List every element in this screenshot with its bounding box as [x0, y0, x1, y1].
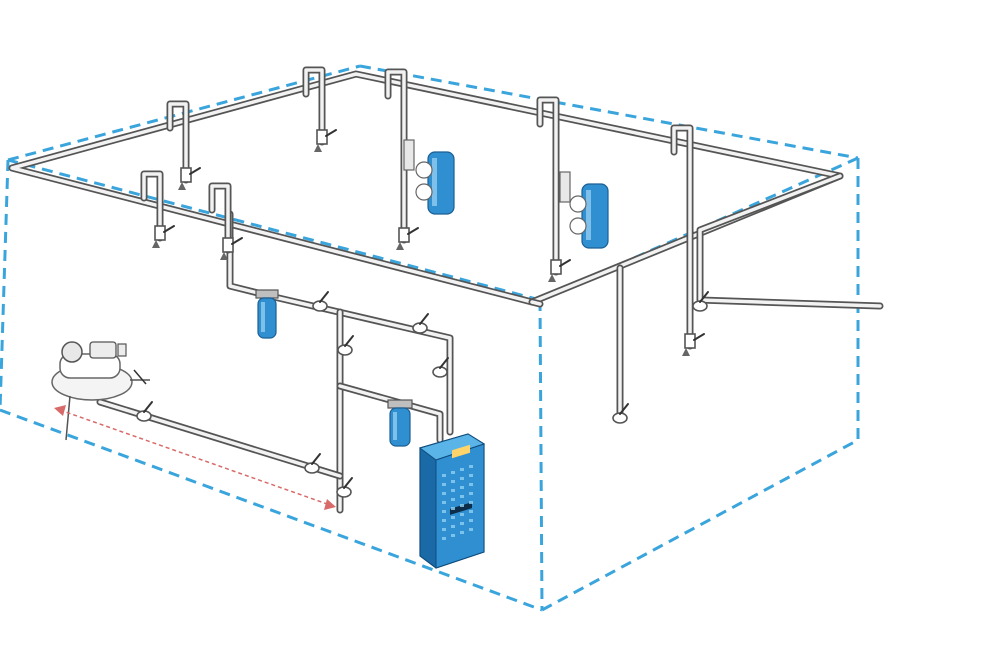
drain-outlet-icon [152, 240, 160, 248]
room-edge [541, 438, 859, 612]
drain-outlet-icon [396, 242, 404, 250]
dryer-vent-slot [469, 510, 473, 513]
pipe-segment-fill [698, 174, 882, 308]
valve-handle-icon [163, 225, 175, 233]
dryer-vent-slot [442, 510, 446, 513]
dryer-vent-slot [460, 531, 464, 534]
drop-leg-valve [154, 225, 166, 241]
room-edge [0, 408, 543, 612]
dryer-vent-slot [442, 537, 446, 540]
drop-leg-fill [538, 98, 558, 274]
drop-leg-fill [304, 68, 324, 144]
dryer-vent-slot [460, 477, 464, 480]
dryer-vent-slot [469, 519, 473, 522]
dryer-vent-slot [469, 501, 473, 504]
pressure-gauge-icon [569, 195, 587, 213]
drop-leg [536, 96, 560, 276]
drop-leg-fill [210, 184, 230, 252]
drop-leg-fill [142, 172, 162, 240]
compressor-flywheel-icon [61, 341, 83, 363]
drop-leg-valve [684, 333, 696, 349]
dryer-vent-slot [442, 492, 446, 495]
drain-outlet-icon [220, 252, 228, 260]
room-edge [7, 158, 541, 302]
room-outline [0, 64, 860, 612]
valve-handle-icon [325, 129, 337, 137]
drop-leg-valve [398, 227, 410, 243]
refrigerated-air-dryer [418, 433, 486, 569]
dryer-vent-slot [469, 474, 473, 477]
valve-handle-icon [344, 335, 354, 347]
room-edge [0, 159, 10, 411]
drop-leg [384, 68, 408, 244]
dryer-vent-slot [442, 474, 446, 477]
drop-leg-valve [316, 129, 328, 145]
regulator-icon [415, 183, 433, 201]
valve-handle-icon [143, 401, 153, 413]
dryer-vent-slot [460, 495, 464, 498]
drain-outlet-icon [178, 182, 186, 190]
valve-handle-icon [419, 313, 429, 325]
drop-legs [140, 66, 705, 356]
dryer-vent-slot [451, 489, 455, 492]
dryer-vent-slot [451, 480, 455, 483]
dryer-vent-slot [451, 498, 455, 501]
secondary-filter [387, 399, 413, 447]
valve-handle-icon [699, 291, 709, 303]
dryer-vent-slot [451, 507, 455, 510]
point-of-use-filter-unit [403, 139, 455, 215]
point-of-use-filter-unit [559, 171, 609, 249]
dryer-vent-slot [451, 534, 455, 537]
dryer-vent-slot [460, 513, 464, 516]
main-line-filter [255, 289, 279, 339]
valve-handle-icon [231, 237, 243, 245]
valve-handle-icon [311, 453, 321, 465]
drop-leg-valve [222, 237, 234, 253]
room-edge [359, 64, 859, 160]
valve-handle-icon [439, 357, 449, 369]
drain-outlet-icon [682, 348, 690, 356]
distance-marker [54, 405, 336, 510]
dryer-display-icon [452, 444, 470, 459]
valve-handle-icon [343, 477, 353, 489]
valve-handle-icon [407, 227, 419, 235]
dryer-vent-slot [442, 528, 446, 531]
drop-leg-valve [550, 259, 562, 275]
dryer-vent-slot [460, 468, 464, 471]
dryer-vent-slot [451, 471, 455, 474]
valve-handle-icon [619, 403, 629, 415]
dryer-vent-slot [460, 522, 464, 525]
drop-leg-fill [672, 126, 692, 348]
room-edge [538, 299, 544, 611]
valve-handle-icon [693, 333, 705, 341]
pipe-segment-fill [338, 384, 442, 442]
dryer-vent-slot [442, 519, 446, 522]
dryer-vent-slot [469, 483, 473, 486]
valve-handle-icon [189, 167, 201, 175]
dryer-vent-slot [469, 528, 473, 531]
air-compressor [51, 341, 150, 441]
drain-outlet-icon [314, 144, 322, 152]
drop-leg-fill [168, 102, 188, 182]
dryer-vent-slot [469, 465, 473, 468]
pressure-gauge-icon [415, 161, 433, 179]
dryer-vent-slot [451, 516, 455, 519]
drain-outlet-icon [548, 274, 556, 282]
inline-valves [136, 291, 709, 498]
dryer-vent-slot [451, 525, 455, 528]
pipe-segment-fill [530, 300, 542, 306]
valve-handle-icon [559, 259, 571, 267]
drop-leg-valve [180, 167, 192, 183]
dryer-vent-slot [442, 483, 446, 486]
dryer-vent-slot [460, 486, 464, 489]
dryer-vent-slot [460, 504, 464, 507]
pipe-segment-fill [98, 400, 342, 478]
valve-handle-icon [319, 291, 329, 303]
dryer-vent-slot [469, 492, 473, 495]
regulator-icon [569, 217, 587, 235]
dryer-vent-slot [442, 501, 446, 504]
